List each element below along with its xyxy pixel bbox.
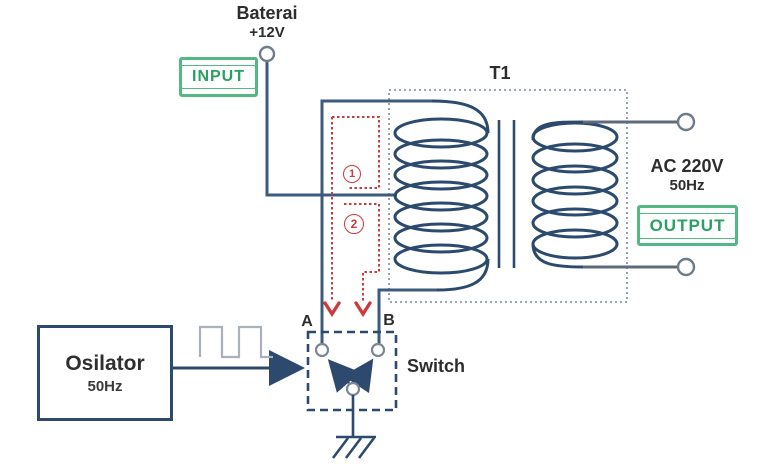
input-badge: INPUT	[179, 57, 258, 97]
secondary-coil	[531, 120, 619, 269]
output-badge: OUTPUT	[637, 205, 738, 246]
square-wave-icon	[198, 325, 273, 359]
switch-label: Switch	[407, 356, 466, 376]
transformer-core	[497, 120, 516, 268]
switch-contact-b	[370, 342, 386, 358]
ac-output-voltage-label: AC 220V	[650, 156, 724, 176]
current-path-1-arrow	[323, 301, 341, 318]
switch-terminal-b-label: B	[383, 312, 395, 329]
switch-pole-arrows	[327, 358, 374, 394]
primary-coil	[393, 99, 490, 292]
transformer-id-label: T1	[489, 63, 511, 83]
battery-to-center-tap-wire	[265, 61, 397, 197]
input-badge-label: INPUT	[181, 65, 256, 89]
oscillator-frequency-label: 50Hz	[87, 377, 123, 395]
primary-bottom-to-switch-b-wire	[377, 288, 437, 344]
ac-output-frequency-label: 50Hz	[669, 177, 705, 194]
switch-contact-common	[345, 381, 361, 397]
switch-terminal-a-label: A	[301, 313, 313, 330]
current-path-dotted-lines	[331, 116, 380, 301]
battery-name-label: Baterai	[236, 3, 298, 23]
current-path-2-arrow	[354, 301, 372, 318]
battery-voltage-label: +12V	[249, 24, 285, 41]
oscillator-name-label: Osilator	[65, 351, 145, 375]
output-leads	[583, 120, 678, 269]
battery-terminal	[258, 45, 276, 63]
output-terminal-bottom	[676, 257, 696, 277]
primary-top-to-switch-a-wire	[320, 99, 432, 344]
current-path-1-loop	[332, 116, 380, 189]
switch-contact-a	[314, 342, 330, 358]
current-path-1-number: 1	[343, 165, 361, 183]
current-path-2-number: 2	[344, 214, 364, 234]
ground-icon	[331, 395, 376, 459]
oscillator-box: Osilator 50Hz	[37, 325, 173, 421]
output-terminal-top	[676, 112, 696, 132]
current-path-arrowheads	[323, 301, 372, 318]
output-badge-label: OUTPUT	[638, 212, 737, 239]
